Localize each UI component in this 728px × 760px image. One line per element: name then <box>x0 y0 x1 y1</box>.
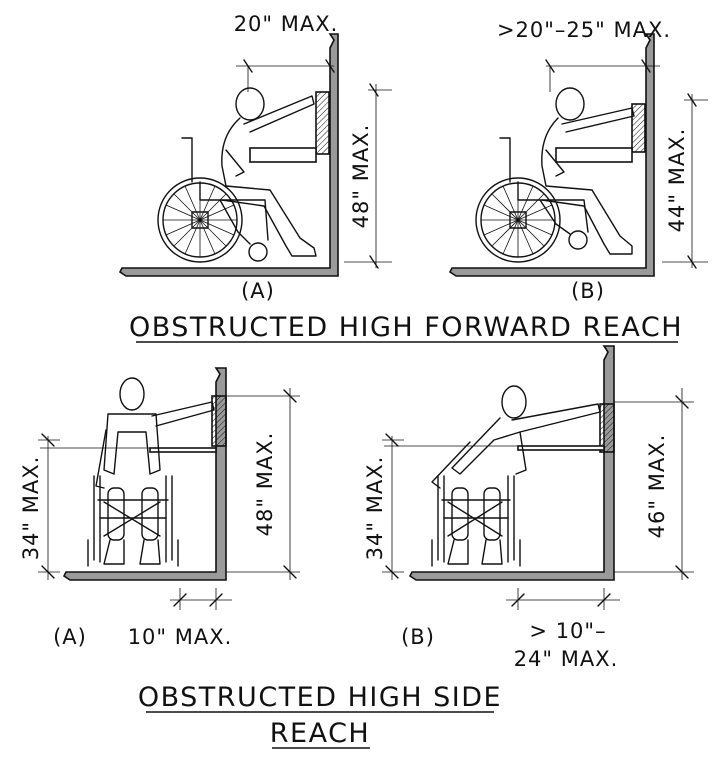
forward-b-top-dimension: >20"–25" MAX. <box>497 18 671 42</box>
counter-obstruction-a <box>249 147 317 163</box>
side-a-bottom-dimension: 10" MAX. <box>128 625 233 649</box>
side-wheelchair-a <box>87 475 179 567</box>
forward-b-dimensions <box>545 59 708 269</box>
side-a-left-dimension: 34" MAX. <box>19 456 43 561</box>
side-wheelchair-b <box>431 475 521 567</box>
side-reach-a: 34" MAX. 48" MAX. (A) 10" MAX. <box>19 367 300 649</box>
forward-reach-title: OBSTRUCTED HIGH FORWARD REACH <box>129 312 683 343</box>
forward-reach-a: 20" MAX. 48" MAX. (A) <box>118 12 392 303</box>
wheelchair-a <box>157 137 269 263</box>
forward-a-letter: (A) <box>241 279 275 303</box>
side-counter-b <box>517 445 605 451</box>
side-a-right-dimension: 48" MAX. <box>253 432 277 537</box>
forward-b-height-dimension: 44" MAX. <box>665 128 689 233</box>
forward-a-dimensions <box>236 59 392 269</box>
side-control-b <box>599 403 615 453</box>
side-b-bottom-dimension-line1: > 10"– <box>529 619 606 643</box>
side-floor-wall-a <box>62 367 227 581</box>
side-reach-b: 34" MAX. 46" MAX. (B) > 10"– 24" MAX. <box>363 345 694 671</box>
side-person-b <box>431 385 601 565</box>
side-b-bottom-dimension-line2: 24" MAX. <box>514 647 619 671</box>
side-reach-title-line2: REACH <box>270 718 370 749</box>
side-floor-wall-b <box>408 345 615 581</box>
side-a-letter: (A) <box>53 625 87 649</box>
side-person-a <box>95 377 215 565</box>
side-b-letter: (B) <box>401 625 435 649</box>
side-b-right-dimension: 46" MAX. <box>645 434 669 539</box>
side-reach-title-line1: OBSTRUCTED HIGH SIDE <box>138 682 502 713</box>
control-panel-a <box>315 91 330 155</box>
floor-wall-a <box>118 33 339 277</box>
forward-a-height-dimension: 48" MAX. <box>349 124 373 229</box>
side-b-left-dimension: 34" MAX. <box>363 456 387 561</box>
person-a <box>221 87 317 257</box>
wheelchair-b <box>475 137 589 263</box>
side-a-dimensions <box>38 388 300 610</box>
side-counter-a <box>149 447 217 453</box>
floor-wall-b <box>448 33 655 277</box>
control-panel-b <box>631 103 646 153</box>
side-b-dimensions <box>382 388 694 610</box>
person-b <box>541 87 635 255</box>
counter-obstruction-b <box>555 147 633 163</box>
forward-reach-b: >20"–25" MAX. 44" MAX. (B) <box>448 18 708 303</box>
forward-a-top-dimension: 20" MAX. <box>234 12 339 36</box>
side-control-a <box>211 395 227 447</box>
forward-b-letter: (B) <box>571 279 605 303</box>
